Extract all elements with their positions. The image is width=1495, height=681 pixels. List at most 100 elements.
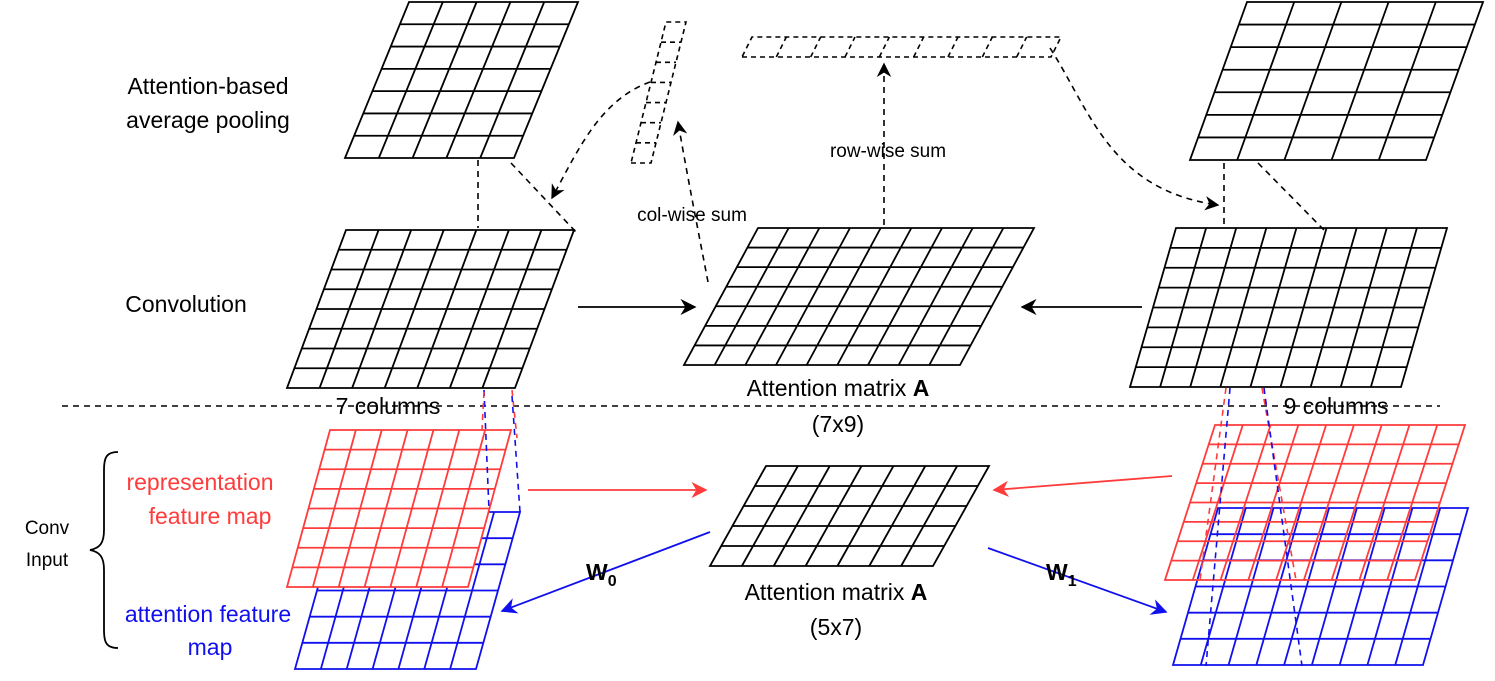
grid-attention-matrix-top	[682, 227, 1036, 366]
nine-columns-label: 9 columns	[1284, 393, 1389, 419]
attention-pooling-label-1: Attention-based	[127, 73, 288, 99]
convolution-label: Convolution	[125, 291, 246, 317]
row-sum-to-pool-arrow	[1049, 47, 1220, 211]
w1-subscript: 1	[1068, 573, 1077, 590]
grid-col-line	[415, 429, 461, 588]
grid-col-line	[897, 227, 974, 366]
grid-col-line	[1303, 424, 1355, 581]
conv-input-brace	[89, 451, 119, 649]
grid-col-line	[351, 229, 412, 389]
grid-col-line	[1330, 424, 1383, 581]
attention-matrix-bottom-size: (5x7)	[810, 614, 862, 640]
grid-col-line	[868, 465, 927, 567]
conv-input-connector-left-black	[483, 389, 490, 511]
seven-columns-label: 7 columns	[336, 393, 441, 419]
grid-col-line	[1227, 507, 1275, 666]
grid-col-line	[1189, 227, 1238, 388]
pool-conv-connector-left-b	[510, 162, 577, 233]
grid-col-line	[377, 1, 444, 159]
grid-col-line	[383, 229, 445, 389]
grid-col-line	[775, 36, 788, 58]
grid-col-line	[363, 429, 409, 588]
grid-col-line	[844, 36, 856, 58]
attention-matrix-top-size: (7x9)	[812, 411, 864, 437]
w1-label: W1	[1046, 559, 1077, 590]
grid-col-line	[1249, 227, 1298, 388]
grid-col-sum-vector	[629, 21, 688, 164]
conv-input-connector-left-black2	[481, 391, 485, 431]
grid-row-sum-vector	[740, 36, 1063, 58]
grid-col-line	[1366, 507, 1414, 666]
grid-col-line	[445, 1, 512, 159]
grid-col-line	[481, 229, 543, 389]
conv-input-connector-right-b	[1205, 387, 1231, 667]
grid-outline	[629, 21, 688, 164]
attention-matrix-bottom-title: Attention matrix A	[745, 579, 928, 605]
grid-col-line	[1283, 1, 1343, 161]
grid-col-line	[1279, 227, 1328, 388]
grid-col-line	[775, 227, 851, 366]
attention-feature-map-label-1: attention feature	[125, 601, 291, 627]
grid-outline	[708, 465, 991, 567]
row-wise-sum-label: row-wise sum	[830, 141, 946, 162]
grid-col-line	[1015, 36, 1028, 58]
grid-top-right-pooled	[1188, 1, 1485, 161]
representation-label-1: representation	[126, 469, 273, 495]
conv-input-connector-left-blue	[511, 395, 521, 513]
grid-right-blue	[1171, 507, 1470, 666]
grid-col-line	[867, 227, 943, 366]
grid-col-line	[981, 36, 994, 58]
grid-col-line	[311, 429, 357, 588]
grid-col-line	[744, 227, 821, 366]
grid-col-line	[912, 36, 925, 58]
grid-attention-matrix-bottom	[708, 465, 991, 567]
grid-col-line	[1236, 1, 1296, 161]
grid-col-line	[1283, 507, 1330, 666]
grid-conv-left	[285, 229, 576, 389]
grid-col-line	[1386, 424, 1439, 581]
grid-col-line	[318, 229, 380, 389]
grid-col-line	[1275, 424, 1327, 581]
grid-col-line	[1219, 227, 1268, 388]
grid-col-line	[809, 36, 822, 58]
grid-col-line	[878, 36, 891, 58]
grid-col-line	[713, 227, 790, 366]
grid-col-line	[389, 429, 435, 588]
grid-outline	[343, 1, 580, 159]
blue-arrow-w1	[987, 547, 1168, 615]
w0-subscript: 0	[608, 573, 617, 590]
conv-input-connector-right-d	[1263, 387, 1303, 667]
grid-outline	[740, 36, 1063, 58]
grid-col-line	[416, 229, 478, 389]
grid-col-line	[449, 229, 510, 389]
grid-col-line	[772, 465, 831, 567]
grid-col-line	[900, 465, 958, 567]
col-wise-sum-arrow	[673, 120, 709, 283]
attention-matrix-bottom-bold: A	[911, 579, 928, 605]
attention-matrix-top-title: Attention matrix A	[747, 375, 930, 401]
grid-col-line	[1330, 1, 1390, 161]
grid-col-line	[1377, 1, 1437, 161]
grid-col-line	[1339, 227, 1388, 388]
grid-col-line	[1159, 227, 1207, 388]
grid-col-line	[947, 36, 959, 58]
grid-col-line	[1358, 424, 1411, 581]
grid-col-line	[337, 429, 383, 588]
conv-input-label-1: Conv	[25, 518, 70, 539]
w1-letter: W	[1046, 559, 1068, 585]
grid-col-line	[805, 227, 882, 366]
representation-label-2: feature map	[149, 503, 272, 529]
grid-col-line	[441, 429, 487, 588]
grid-col-line	[1309, 227, 1358, 388]
grid-col-line	[1219, 424, 1272, 581]
grid-col-line	[411, 1, 478, 159]
blue-arrow-w0	[500, 531, 711, 614]
grid-col-line	[836, 227, 913, 366]
grid-col-line	[1199, 507, 1247, 666]
pool-conv-connector-right-b	[1257, 162, 1325, 231]
grid-col-line	[449, 511, 496, 670]
grid-col-line	[479, 1, 546, 159]
grid-col-line	[741, 465, 799, 567]
